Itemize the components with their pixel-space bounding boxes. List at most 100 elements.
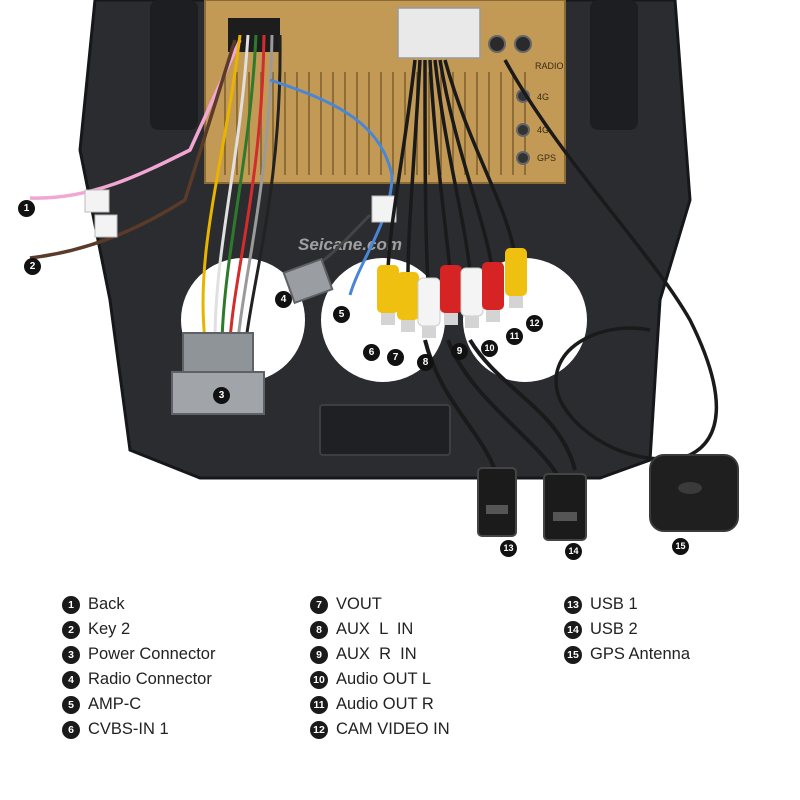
legend-item-power-connector: 3 Power Connector [62,642,215,667]
legend-label: Audio OUT R [336,695,434,713]
usb-plug-2-port [553,512,577,521]
legend-number: 2 [62,620,80,639]
rca-plug-aux-r [440,265,462,325]
legend-number: 14 [564,620,582,639]
legend-label: CAM VIDEO IN [336,720,450,738]
wire-gray [236,34,274,341]
legend-item-back: 1 Back [62,592,215,617]
port-label-gps: GPS [537,153,556,163]
callout-4: 4 [275,291,292,308]
legend-item-usb-1: 13 USB 1 [564,592,690,617]
bezel-slot [319,404,451,456]
rca-cables [386,59,517,283]
legend-item-cvbs-in-1: 6 CVBS-IN 1 [62,717,215,742]
legend-label: USB 1 [590,595,638,613]
wire-red [228,34,266,341]
rca-plug-aux-l [417,277,441,338]
callout-11: 11 [506,328,523,345]
bezel-vent-left [150,0,198,130]
legend-number: 6 [62,720,80,739]
legend-label: CVBS-IN 1 [88,720,169,738]
legend-item-audio-out-l: 10 Audio OUT L [310,667,450,692]
callout-5: 5 [333,306,350,323]
legend-number: 11 [310,695,328,714]
legend-label: USB 2 [590,620,638,638]
legend-number: 9 [310,645,328,664]
watermark: Seicane.com [298,235,402,254]
callout-15: 15 [672,538,689,555]
legend-item-aux-l-in: 8 AUX L IN [310,617,450,642]
chassis-plug-main [397,7,481,59]
gps-antenna-logo [678,482,702,494]
callout-13: 13 [500,540,517,557]
wire-key2 [29,39,237,260]
legend-item-usb-2: 14 USB 2 [564,617,690,642]
legend-label: GPS Antenna [590,645,690,663]
legend-number: 15 [564,645,582,664]
legend-label: AUX L IN [336,620,414,638]
legend-item-vout: 7 VOUT [310,592,450,617]
legend-number: 3 [62,645,80,664]
rca-plug-cvbs-in-1 [377,265,399,325]
callout-8: 8 [417,354,434,371]
legend-label: Radio Connector [88,670,212,688]
callout-6: 6 [363,344,380,361]
legend-label: Audio OUT L [336,670,432,688]
legend-number: 1 [62,595,80,614]
legend-label: Power Connector [88,645,216,663]
legend-item-gps-antenna: 15 GPS Antenna [564,642,690,667]
legend-item-key-2: 2 Key 2 [62,617,215,642]
radio-connector [282,257,334,305]
harness-photo: RADIO 4G 4G GPS Seicane.com [29,0,739,541]
legend-column-1: 1 Back 2 Key 2 3 Power Connector 4 Radio Con… [62,592,215,742]
rca-plug-vout [397,272,419,332]
wire-black [244,34,282,341]
legend-label: Key 2 [88,620,131,638]
callout-3: 3 [213,387,230,404]
callout-2: 2 [24,258,41,275]
callout-9: 9 [451,343,468,360]
legend-number: 13 [564,595,582,614]
legend-number: 7 [310,595,328,614]
usb-plug-1 [477,467,517,537]
port-label-radio: RADIO [535,61,564,71]
legend-number: 12 [310,720,328,739]
usb-plug-2 [543,473,587,541]
wire-back [29,39,242,200]
wire-green [220,34,258,341]
legend-item-radio-connector: 4 Radio Connector [62,667,215,692]
legend-item-amp-c: 5 AMP-C [62,692,215,717]
legend-item-audio-out-r: 11 Audio OUT R [310,692,450,717]
legend-column-3: 13 USB 1 14 USB 2 15 GPS Antenna [564,592,690,667]
rca-plug-audio-out-l [460,267,484,328]
antenna-port-4 [516,123,530,137]
legend-label: AMP-C [88,695,142,713]
legend-number: 5 [62,695,80,714]
legend-number: 10 [310,670,328,689]
callout-1: 1 [18,200,35,217]
power-connector [182,332,254,374]
wire-tag-2 [94,214,118,238]
antenna-port-1 [488,35,506,53]
antenna-port-2 [514,35,532,53]
legend-label: VOUT [336,595,382,613]
wire-white [213,34,250,341]
antenna-port-5 [516,151,530,165]
callout-7: 7 [387,349,404,366]
port-label-4g-b: 4G [537,125,549,135]
wire-tag-1 [84,189,110,213]
wire-blue [269,78,394,296]
legend-label: Back [88,595,125,613]
port-label-4g-a: 4G [537,92,549,102]
bezel-vent-right [590,0,638,130]
callout-10: 10 [481,340,498,357]
legend-number: 4 [62,670,80,689]
callout-14: 14 [565,543,582,560]
callout-12: 12 [526,315,543,332]
rca-plug-audio-out-r [482,262,504,322]
gps-cable [503,59,719,461]
legend-number: 8 [310,620,328,639]
usb-plug-1-port [486,505,508,514]
